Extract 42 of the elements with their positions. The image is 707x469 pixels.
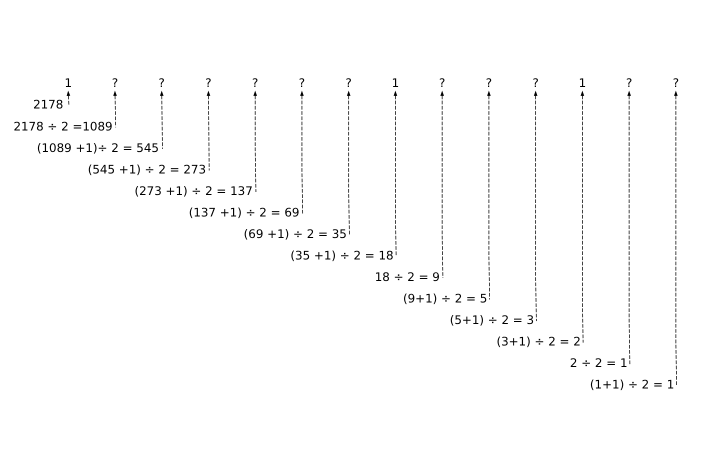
node-text: 1: [392, 76, 400, 90]
arrow: [674, 90, 678, 386]
node-text: 1: [64, 76, 72, 90]
arrow: [346, 90, 350, 235]
node-text: 2178: [33, 97, 64, 112]
arrow: [534, 90, 538, 321]
arrow: [440, 90, 444, 278]
node-text: 2178 ÷ 2 =1089: [13, 118, 113, 133]
node-text: (137 +1) ÷ 2 = 69: [188, 204, 300, 219]
arrow: [206, 90, 210, 170]
node-text: 1: [578, 76, 586, 90]
node-text: ?: [205, 76, 212, 90]
node-text: (1089 +1)÷ 2 = 545: [36, 140, 159, 154]
node-text: 2 ÷ 2 = 1: [570, 355, 628, 370]
arrow: [160, 90, 164, 149]
arrow: [580, 90, 584, 342]
arrow: [66, 90, 70, 106]
node-text: ?: [346, 76, 352, 90]
node-text: ?: [672, 76, 680, 90]
arrow: [253, 90, 258, 192]
arrow: [487, 90, 491, 300]
node-text: (3+1) ÷ 2 = 2: [496, 334, 581, 348]
node-text: (5+1) ÷ 2 = 3: [450, 312, 534, 326]
node-text: 18 ÷ 2 = 9: [374, 269, 440, 284]
node-text: ?: [532, 76, 539, 90]
node-text: (9+1) ÷ 2 = 5: [402, 290, 488, 305]
arrow: [113, 90, 117, 128]
node-text: (545 +1) ÷ 2 = 273: [88, 162, 206, 176]
node-text: (1+1) ÷ 2 = 1: [590, 376, 674, 391]
node-text: ?: [252, 76, 258, 90]
node-text: (35 +1) ÷ 2 = 18: [290, 248, 394, 262]
arrow: [300, 90, 304, 214]
node-text: ?: [626, 76, 632, 90]
arrow: [394, 90, 398, 256]
arrow: [627, 90, 631, 364]
node-text: ?: [112, 76, 118, 90]
node-text: (69 +1) ÷ 2 = 35: [244, 226, 347, 240]
node-text: ?: [158, 76, 165, 90]
node-text: ?: [486, 76, 492, 90]
node-text: ?: [298, 76, 306, 90]
node-text: (273 +1) ÷ 2 = 137: [134, 183, 253, 198]
node-text: ?: [439, 76, 446, 90]
